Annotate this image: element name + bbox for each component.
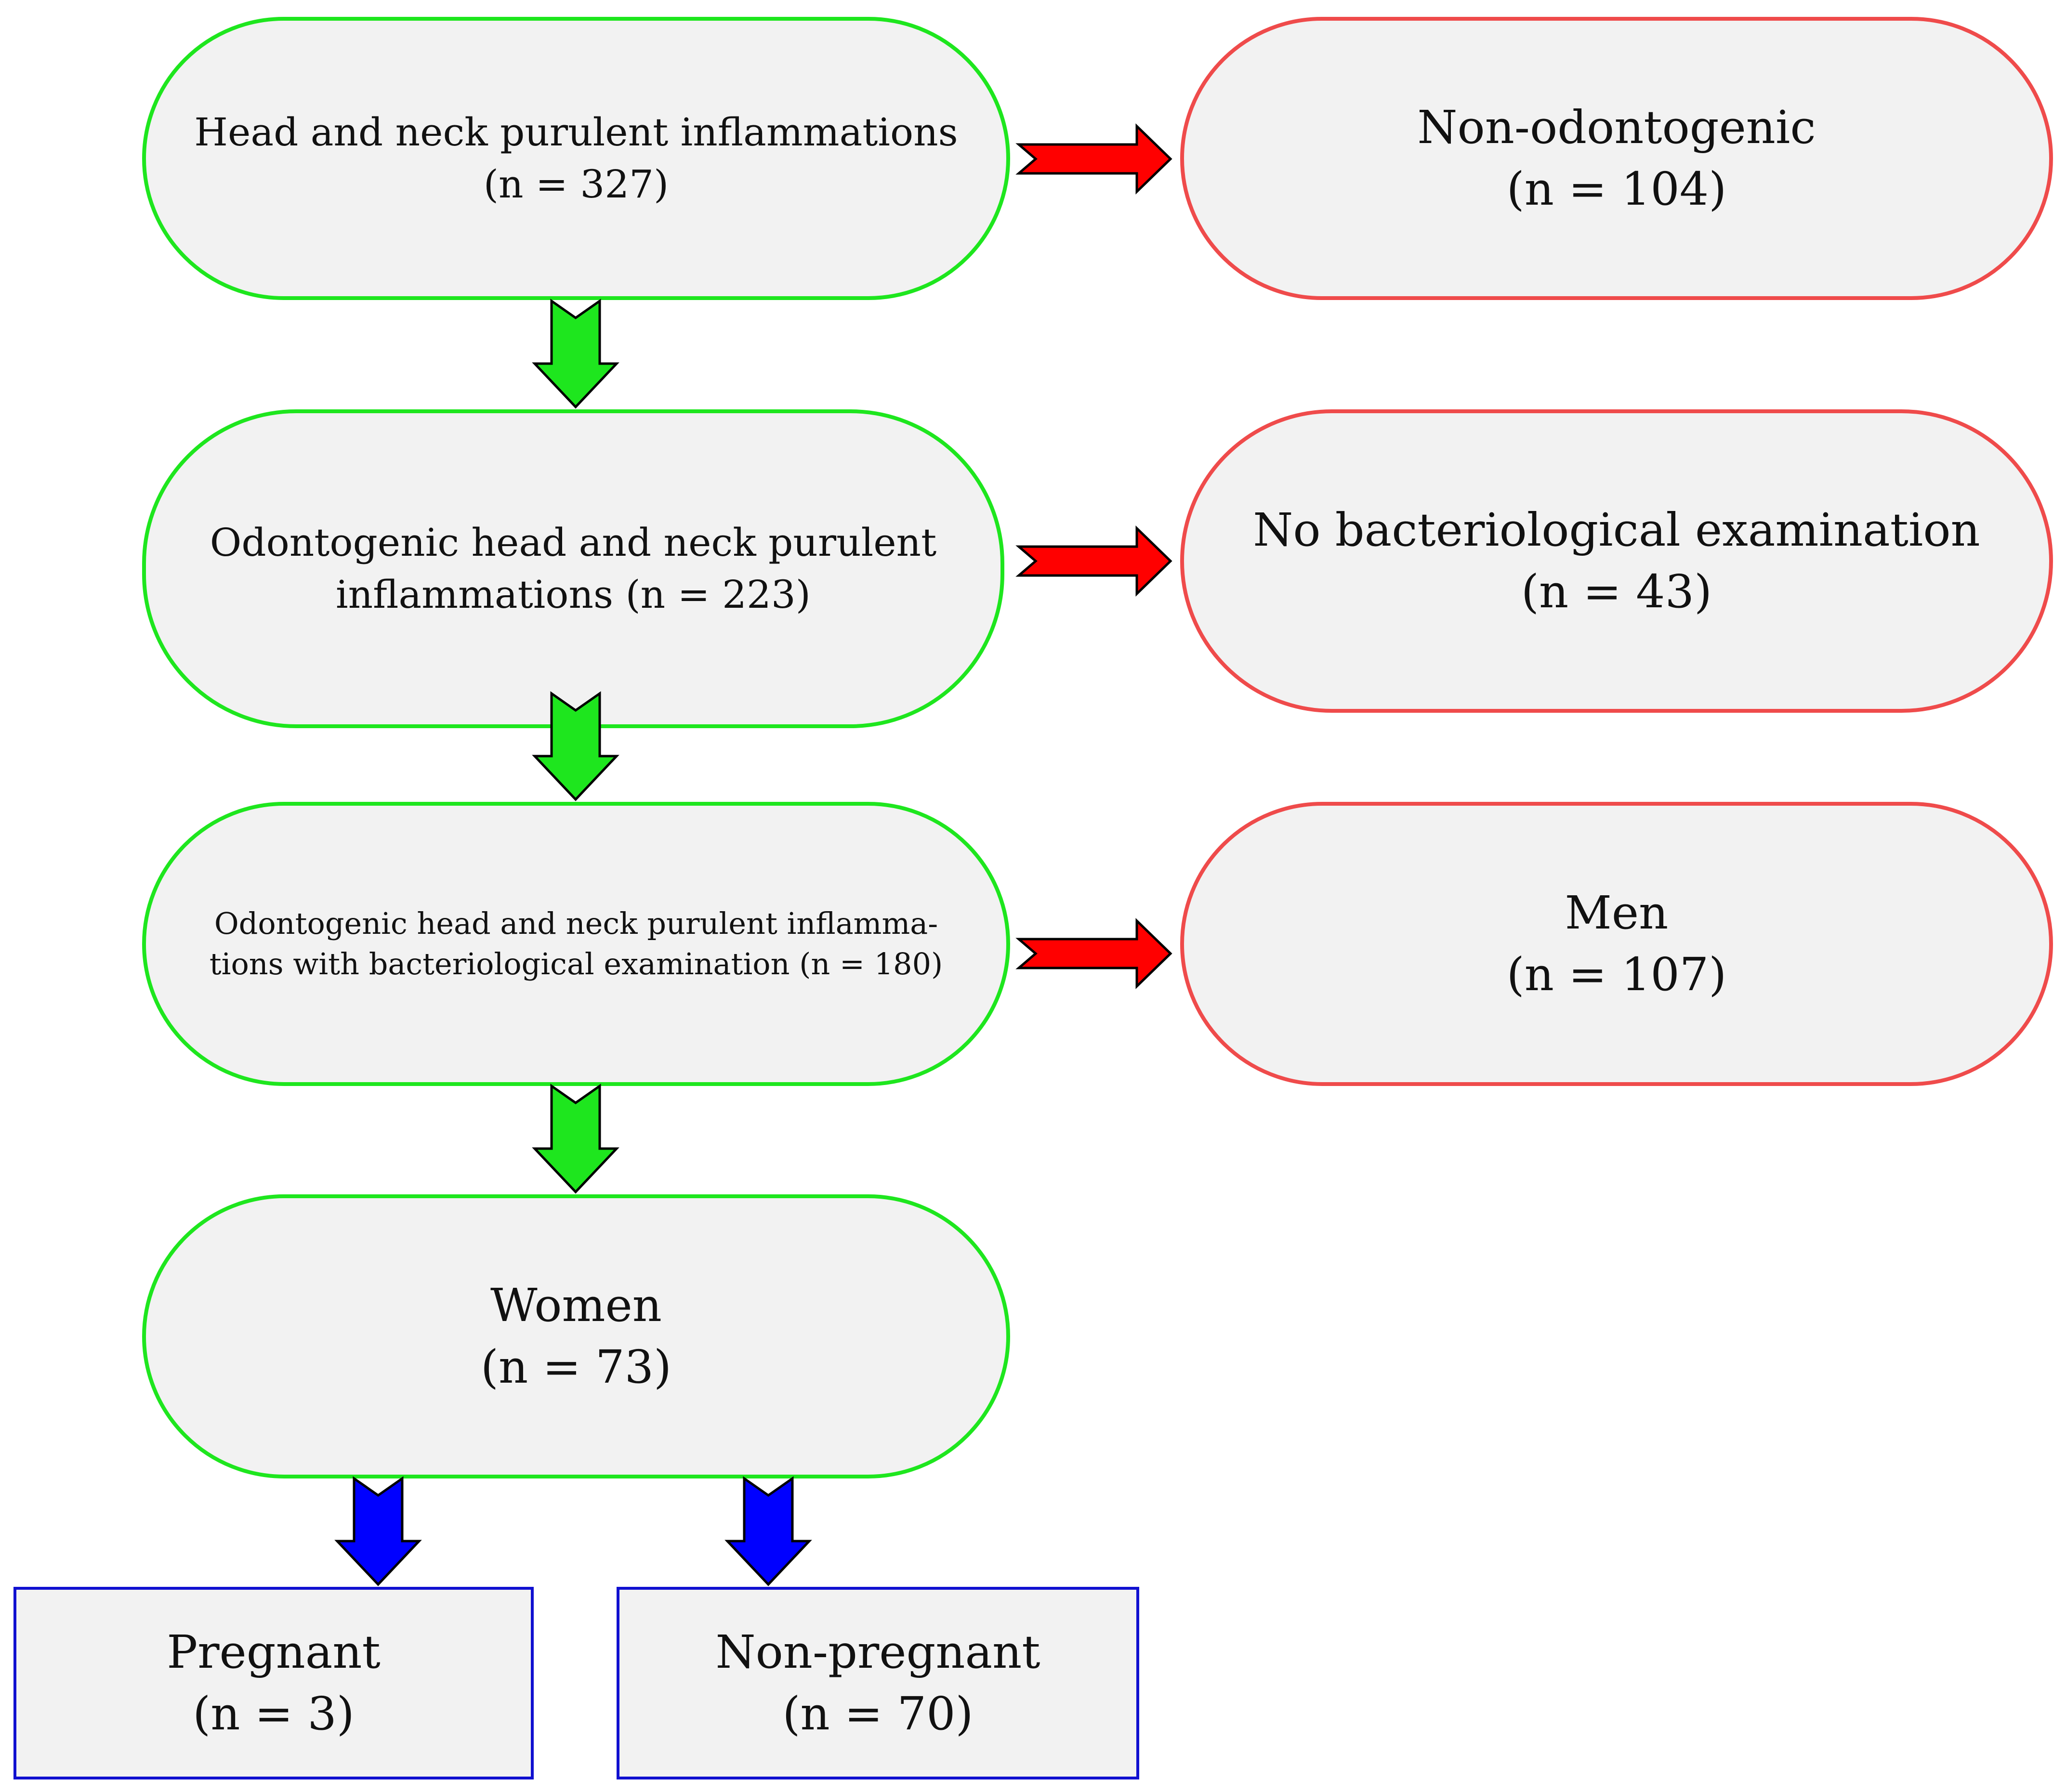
node-non-pregnant-count: (n = 70) [782, 1687, 974, 1740]
node-men: Men (n = 107) [1180, 802, 2053, 1086]
node-non-pregnant-label: Non-pregnant (n = 70) [677, 1622, 1079, 1745]
node-pregnant-label: Pregnant (n = 3) [128, 1622, 419, 1745]
node-non-odontogenic-title: Non-odontogenic [1417, 101, 1816, 154]
node-non-pregnant-title: Non-pregnant [715, 1625, 1040, 1679]
node-head-neck-label: Head and neck purulent inflammations (n … [156, 106, 996, 210]
node-no-bacterio-label: No bacteriological examination (n = 43) [1214, 499, 2018, 623]
node-men-label: Men (n = 107) [1468, 882, 1765, 1006]
node-odontogenic-bacterio-count: tions with bacteriological examination (… [209, 946, 943, 981]
node-odontogenic-title: Odontogenic head and neck purulent [210, 520, 937, 565]
node-odontogenic-bacterio-label: Odontogenic head and neck purulent infla… [171, 903, 982, 984]
node-men-count: (n = 107) [1506, 948, 1727, 1001]
node-pregnant-title: Pregnant [167, 1625, 381, 1679]
node-women-count: (n = 73) [480, 1341, 672, 1394]
down-arrow-inclusion-1 [532, 299, 619, 409]
right-arrow-exclusion-1 [1015, 123, 1172, 195]
node-women: Women (n = 73) [142, 1194, 1010, 1478]
node-odontogenic-inflammations: Odontogenic head and neck purulent infla… [142, 409, 1004, 728]
node-odontogenic-count: inflammations (n = 223) [335, 572, 811, 617]
node-head-neck-title: Head and neck purulent inflammations [194, 110, 958, 155]
node-odontogenic-bacterio-title: Odontogenic head and neck purulent infla… [214, 906, 938, 942]
node-non-odontogenic-count: (n = 104) [1506, 163, 1727, 216]
node-women-title: Women [490, 1279, 662, 1332]
down-arrow-inclusion-3 [532, 1084, 619, 1194]
down-arrow-subgroup-non-pregnant [724, 1476, 812, 1586]
down-arrow-subgroup-pregnant [334, 1476, 422, 1586]
node-head-neck-count: (n = 327) [483, 162, 669, 207]
right-arrow-exclusion-3 [1015, 918, 1172, 989]
node-pregnant: Pregnant (n = 3) [13, 1587, 534, 1779]
node-non-pregnant: Non-pregnant (n = 70) [617, 1587, 1139, 1779]
node-women-label: Women (n = 73) [442, 1275, 710, 1399]
node-odontogenic-with-bacteriology: Odontogenic head and neck purulent infla… [142, 802, 1010, 1086]
node-men-title: Men [1565, 886, 1669, 940]
node-non-odontogenic: Non-odontogenic (n = 104) [1180, 17, 2053, 300]
node-no-bacterio-count: (n = 43) [1521, 565, 1712, 618]
node-non-odontogenic-label: Non-odontogenic (n = 104) [1379, 97, 1854, 221]
right-arrow-exclusion-2 [1015, 525, 1172, 597]
node-head-neck-inflammations: Head and neck purulent inflammations (n … [142, 17, 1010, 300]
node-no-bacteriological-examination: No bacteriological examination (n = 43) [1180, 409, 2053, 713]
node-odontogenic-label: Odontogenic head and neck purulent infla… [171, 517, 975, 621]
node-pregnant-count: (n = 3) [193, 1687, 355, 1740]
node-no-bacterio-title: No bacteriological examination [1253, 503, 1980, 557]
